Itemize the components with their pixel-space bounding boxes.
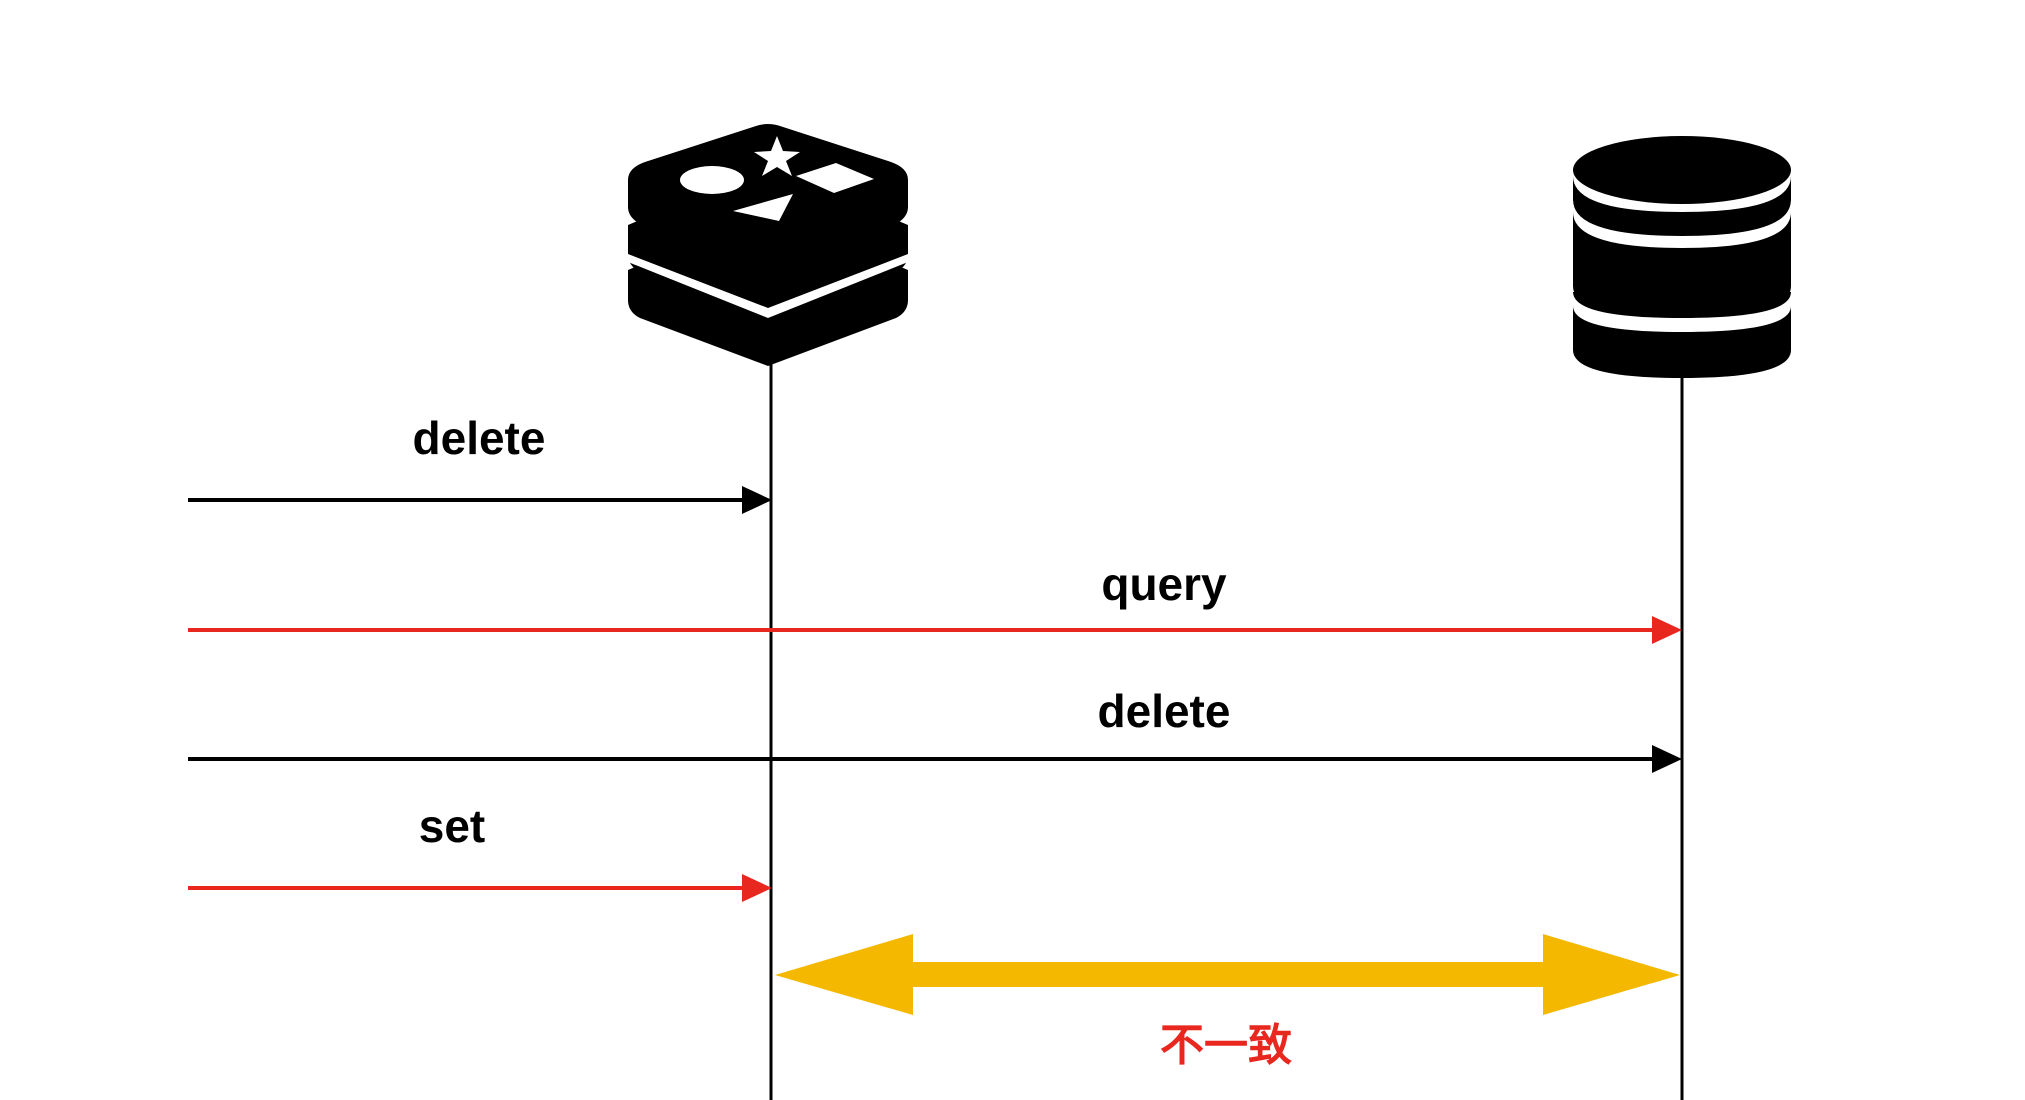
database-icon (1573, 136, 1791, 378)
message-arrowhead (742, 486, 772, 514)
redis-icon (628, 124, 908, 366)
message-arrowhead (742, 874, 772, 902)
message-label: query (1101, 558, 1227, 610)
inconsistency-label: 不一致 (1160, 1020, 1292, 1071)
message-arrow: set (188, 800, 772, 902)
message-label: delete (413, 412, 546, 464)
double-arrow-shape (775, 934, 1680, 1015)
message-arrowhead (1652, 745, 1682, 773)
message-label: delete (1098, 685, 1231, 737)
message-label: set (419, 800, 485, 852)
message-arrow: delete (188, 685, 1682, 773)
message-arrow: delete (188, 412, 772, 514)
inconsistency-double-arrow: 不一致 (775, 934, 1680, 1071)
message-arrow: query (188, 558, 1682, 644)
message-arrowhead (1652, 616, 1682, 644)
